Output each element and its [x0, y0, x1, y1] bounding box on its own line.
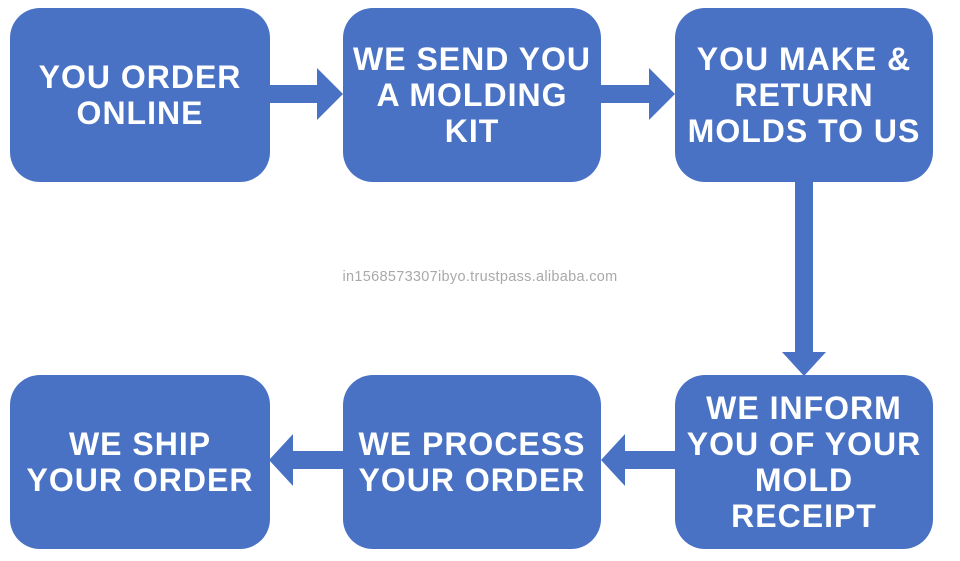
flow-box-ship-order: WE SHIP YOUR ORDER	[10, 375, 270, 549]
flow-box-order-online: YOU ORDER ONLINE	[10, 8, 270, 182]
watermark-text: in1568573307ibyo.trustpass.alibaba.com	[342, 269, 618, 285]
flow-box-inform-mold-receipt: WE INFORM YOU OF YOUR MOLD RECEIPT	[675, 375, 933, 549]
flow-box-order-online-label: YOU ORDER ONLINE	[38, 59, 242, 131]
flow-box-make-return-molds-label: YOU MAKE & RETURN MOLDS TO US	[687, 41, 921, 149]
flow-box-make-return-molds: YOU MAKE & RETURN MOLDS TO US	[675, 8, 933, 182]
flow-box-send-molding-kit: WE SEND YOU A MOLDING KIT	[343, 8, 601, 182]
arrow-right-icon	[596, 68, 675, 120]
arrow-right-icon	[264, 68, 343, 120]
arrow-down-icon	[782, 180, 826, 376]
flow-box-process-order-label: WE PROCESS YOUR ORDER	[358, 426, 586, 498]
arrow-left-icon	[601, 434, 678, 486]
arrow-left-icon	[269, 434, 346, 486]
flow-box-ship-order-label: WE SHIP YOUR ORDER	[26, 426, 254, 498]
flow-box-process-order: WE PROCESS YOUR ORDER	[343, 375, 601, 549]
flow-box-inform-mold-receipt-label: WE INFORM YOU OF YOUR MOLD RECEIPT	[686, 390, 922, 534]
flow-box-send-molding-kit-label: WE SEND YOU A MOLDING KIT	[353, 41, 591, 149]
